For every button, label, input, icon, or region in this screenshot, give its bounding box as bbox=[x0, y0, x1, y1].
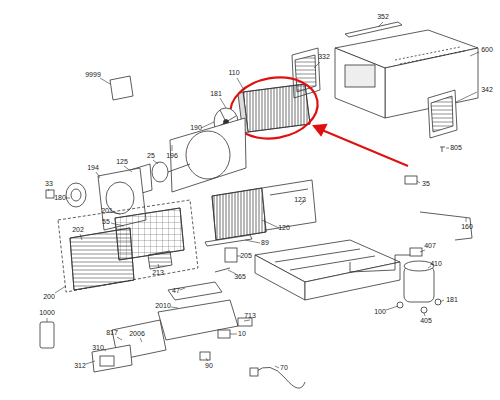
callout-number: 713 bbox=[244, 312, 256, 320]
compressor bbox=[397, 248, 441, 313]
refrigerant-tube bbox=[350, 255, 410, 272]
callout-number: 33 bbox=[45, 180, 53, 188]
callout-number: 35 bbox=[422, 180, 430, 188]
callout-number: 213 bbox=[152, 269, 164, 277]
callout-number: 89 bbox=[261, 239, 269, 247]
callout-number: 410 bbox=[430, 260, 442, 268]
callout-number: 1000 bbox=[39, 309, 55, 317]
callout-number: 342 bbox=[481, 86, 493, 94]
callout-number: 10 bbox=[238, 330, 246, 338]
side-panel bbox=[428, 90, 457, 138]
screw bbox=[440, 147, 445, 152]
callout-number: 196 bbox=[166, 152, 178, 160]
callout-number: 9999 bbox=[85, 71, 101, 79]
callout-number: 405 bbox=[420, 317, 432, 325]
plug bbox=[250, 368, 258, 376]
callout-number: 47 bbox=[172, 287, 180, 295]
callout-number: 352 bbox=[377, 13, 389, 21]
power-cord bbox=[255, 367, 305, 388]
leader-lines bbox=[47, 22, 479, 368]
callout-number: 160 bbox=[461, 223, 473, 231]
callout-number: 205 bbox=[240, 252, 252, 260]
callout-number: 70 bbox=[280, 364, 288, 372]
callout-number: 202 bbox=[72, 226, 84, 234]
callout-number: 600 bbox=[481, 46, 493, 54]
callout-number: 181 bbox=[210, 90, 222, 98]
callout-number: 25 bbox=[147, 152, 155, 160]
callout-number: 100 bbox=[374, 308, 386, 316]
evaporator-housing bbox=[262, 180, 316, 230]
callout-number: 805 bbox=[450, 144, 462, 152]
callout-number: 332 bbox=[318, 53, 330, 61]
evaporator-coil bbox=[212, 188, 266, 240]
callout-number: 180 bbox=[54, 194, 66, 202]
nut bbox=[46, 190, 54, 198]
callout-number: 122 bbox=[294, 196, 306, 204]
callout-number: 110 bbox=[228, 69, 239, 77]
cabinet bbox=[335, 30, 478, 118]
callout-number: 190 bbox=[190, 124, 202, 132]
cover bbox=[225, 248, 237, 262]
callout-number: 194 bbox=[87, 164, 99, 172]
pointer-arrow bbox=[314, 125, 408, 166]
refrigerant-tube bbox=[420, 212, 472, 240]
shroud bbox=[170, 118, 246, 192]
callout-number: 181 bbox=[446, 296, 458, 304]
front-grille-group bbox=[58, 200, 198, 292]
control-panel bbox=[92, 320, 166, 372]
callout-number: 365 bbox=[234, 273, 246, 281]
callout-number: 55 bbox=[102, 218, 110, 226]
control-box bbox=[158, 282, 252, 360]
callout-number: 120 bbox=[278, 224, 290, 232]
base-pan bbox=[255, 240, 400, 300]
remote-control bbox=[40, 322, 54, 348]
callout-number: 201 bbox=[101, 207, 113, 215]
label-card bbox=[110, 76, 133, 100]
condenser-coil bbox=[238, 84, 310, 134]
bracket bbox=[405, 176, 417, 184]
callout-number: 125 bbox=[116, 158, 128, 166]
callout-number: 90 bbox=[205, 362, 213, 370]
callout-number: 407 bbox=[424, 242, 436, 250]
callout-number: 2006 bbox=[129, 330, 145, 338]
top-bar bbox=[345, 22, 402, 37]
drain-strip bbox=[205, 235, 252, 246]
blower-wheel bbox=[66, 183, 86, 207]
callout-number: 2010 bbox=[155, 302, 171, 310]
callout-number: 200 bbox=[43, 293, 55, 301]
callout-number: 310 bbox=[92, 344, 104, 352]
wire-clip bbox=[215, 268, 230, 272]
callout-number: 312 bbox=[74, 362, 86, 370]
callout-number: 817 bbox=[106, 329, 118, 337]
